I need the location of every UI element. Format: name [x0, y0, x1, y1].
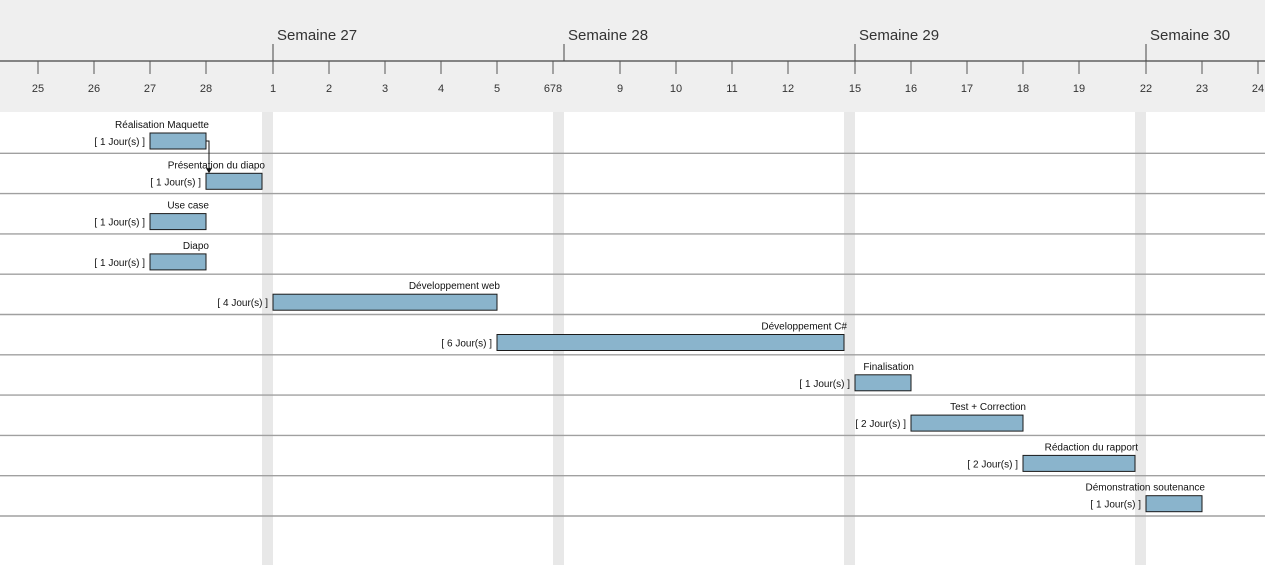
day-label: 12 [782, 83, 794, 95]
task-name-label: Rédaction du rapport [1045, 442, 1139, 453]
day-label: 15 [849, 83, 861, 95]
day-label: 5 [494, 83, 500, 95]
task-bar [149, 253, 207, 271]
task-bar [149, 213, 207, 231]
day-label: 23 [1196, 83, 1208, 95]
day-label: 24 [1252, 83, 1264, 95]
task-duration-label: [ 1 Jour(s) ] [94, 137, 145, 148]
task-bar [910, 414, 1024, 432]
task-name-label: Présentation du diapo [168, 160, 266, 171]
week-label: Semaine 27 [277, 27, 357, 44]
timeline-header [0, 0, 1265, 112]
task-duration-label: [ 1 Jour(s) ] [94, 258, 145, 269]
day-label: 27 [144, 83, 156, 95]
day-label: 1 [270, 83, 276, 95]
dependency-arrowhead [206, 168, 212, 174]
task-duration-label: [ 1 Jour(s) ] [799, 379, 850, 390]
day-label: 19 [1073, 83, 1085, 95]
day-label: 28 [200, 83, 212, 95]
task-bar [496, 334, 845, 351]
task-name-label: Diapo [183, 241, 210, 252]
task-bar [1022, 454, 1136, 472]
task-duration-label: [ 1 Jour(s) ] [150, 177, 201, 188]
task-name-label: Finalisation [863, 362, 914, 373]
day-label: 678 [544, 83, 562, 95]
task-name-label: Démonstration soutenance [1085, 483, 1205, 494]
task-duration-label: [ 1 Jour(s) ] [94, 218, 145, 229]
dependency-line [206, 140, 210, 172]
day-label: 16 [905, 83, 917, 95]
task-bar [854, 374, 912, 392]
task-bar [272, 293, 498, 311]
task-duration-label: [ 2 Jour(s) ] [855, 419, 906, 430]
day-label: 22 [1140, 83, 1152, 95]
day-label: 3 [382, 83, 388, 95]
weekend-band [1135, 112, 1146, 565]
task-name-label: Développement web [409, 281, 501, 292]
day-label: 10 [670, 83, 682, 95]
task-name-label: Réalisation Maquette [115, 120, 209, 131]
day-label: 26 [88, 83, 100, 95]
task-duration-label: [ 2 Jour(s) ] [967, 459, 1018, 470]
day-label: 9 [617, 83, 623, 95]
day-label: 17 [961, 83, 973, 95]
task-bar [1145, 495, 1203, 513]
weekend-band [262, 112, 273, 565]
task-duration-label: [ 1 Jour(s) ] [1090, 500, 1141, 511]
day-label: 2 [326, 83, 332, 95]
task-bar [149, 132, 207, 150]
task-bar [205, 172, 263, 190]
task-name-label: Test + Correction [950, 402, 1026, 413]
week-label: Semaine 29 [859, 27, 939, 44]
day-label: 25 [32, 83, 44, 95]
task-name-label: Développement C# [761, 322, 847, 333]
week-label: Semaine 30 [1150, 27, 1230, 44]
day-label: 11 [726, 83, 737, 95]
task-duration-label: [ 4 Jour(s) ] [217, 298, 268, 309]
week-label: Semaine 28 [568, 27, 648, 44]
day-label: 4 [438, 83, 444, 95]
task-name-label: Use case [167, 201, 209, 212]
task-duration-label: [ 6 Jour(s) ] [441, 339, 492, 350]
weekend-band [844, 112, 855, 565]
day-label: 18 [1017, 83, 1029, 95]
